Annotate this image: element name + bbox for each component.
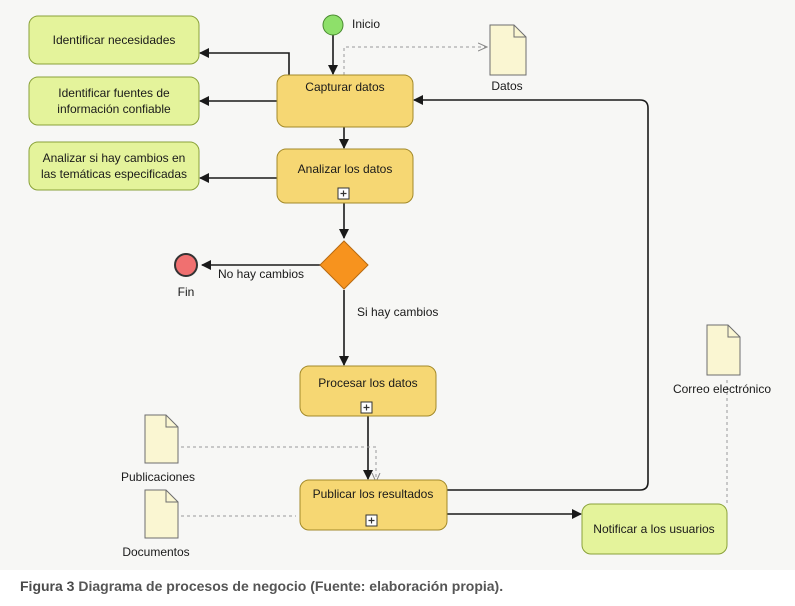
flow-capture-to-needs: [199, 48, 290, 75]
document-correo-icon: [706, 324, 741, 376]
document-documentos-icon: [144, 489, 179, 539]
edge-label-no-changes: No hay cambios: [218, 267, 304, 281]
task-analyze-changes-label-2: las temáticas especificadas: [41, 167, 187, 181]
figure-number: Figura 3: [20, 578, 75, 594]
document-documentos-label: Documentos: [122, 545, 189, 559]
task-capture-data-label: Capturar datos: [305, 80, 384, 94]
task-analyze-data-label: Analizar los datos: [298, 162, 393, 176]
task-process-data-label: Procesar los datos: [318, 376, 417, 390]
document-datos-icon: [489, 24, 527, 76]
document-datos-label: Datos: [491, 79, 522, 93]
subprocess-marker-icon: [360, 401, 373, 414]
task-identify-sources: [28, 76, 200, 126]
task-notify-users: [581, 503, 728, 555]
task-analyze-changes-label-1: Analizar si hay cambios en: [43, 151, 186, 165]
figure-caption: Figura 3 Diagrama de procesos de negocio…: [20, 578, 503, 594]
assoc-capture-to-datos: [343, 47, 487, 75]
task-analyze-changes: [28, 141, 200, 191]
subprocess-marker-icon: [337, 187, 350, 200]
task-process-data: [299, 365, 437, 417]
task-identify-needs: [28, 15, 200, 65]
subprocess-marker-icon: [365, 514, 378, 527]
end-event: [174, 253, 198, 277]
task-analyze-data: [276, 148, 414, 204]
document-correo-label: Correo electrónico: [673, 382, 771, 396]
document-publicaciones-icon: [144, 414, 179, 464]
task-identify-sources-label-1: Identificar fuentes de: [58, 86, 170, 100]
task-identify-needs-label: Identificar necesidades: [53, 33, 176, 47]
decision-gateway: [319, 240, 369, 290]
document-publicaciones-label: Publicaciones: [121, 470, 195, 484]
flow-publish-to-capture: [413, 95, 649, 491]
business-process-diagram: Inicio Fin No hay cambios Si hay cambios…: [28, 14, 772, 559]
edge-label-yes-changes: Si hay cambios: [357, 305, 438, 319]
task-identify-sources-label-2: información confiable: [57, 102, 171, 116]
start-label: Inicio: [352, 17, 380, 31]
task-publish-results-label: Publicar los resultados: [313, 487, 434, 501]
task-capture-data: [276, 74, 414, 128]
end-label: Fin: [178, 285, 195, 299]
figure-caption-text: Diagrama de procesos de negocio (Fuente:…: [78, 578, 504, 594]
assoc-publicaciones: [181, 446, 376, 482]
task-notify-users-label: Notificar a los usuarios: [593, 522, 714, 536]
task-publish-results: [299, 479, 448, 531]
start-event: [322, 14, 344, 36]
